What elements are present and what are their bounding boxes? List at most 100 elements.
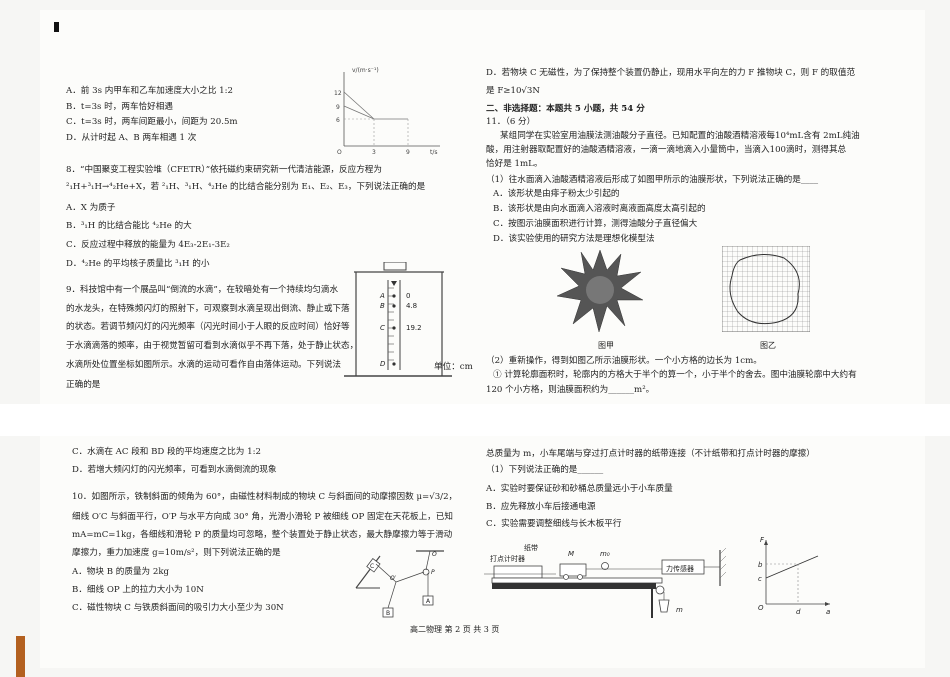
vt-line-b <box>343 105 375 120</box>
grid-squares <box>722 246 810 332</box>
label-force-sensor: 力传感器 <box>666 564 694 573</box>
q8-option-a: A．X 为质子 <box>66 203 116 213</box>
water-drop-apparatus: A B C D 0 4.8 19.2 <box>344 262 452 377</box>
oil-outline <box>729 254 800 325</box>
vt-x9: 9 <box>406 149 410 156</box>
fa-y-arrow <box>764 540 768 545</box>
block-b <box>382 607 394 618</box>
q12-option-c: C．实验需要调整细线与长木板平行 <box>486 519 622 529</box>
q10-option-b: B．细线 OP 上的拉力大小为 10N <box>72 585 204 595</box>
fa-label-a: a <box>826 608 830 616</box>
q9-option-d: D．若增大频闪灯的闪光频率，可看到水滴倒流的现象 <box>72 465 277 475</box>
drop-a <box>392 294 396 298</box>
cart-experiment-figure: 纸带 打点计时器 M m₀ 力传感器 m <box>484 543 727 618</box>
block-c <box>366 558 381 573</box>
fa-label-b: b <box>758 561 763 569</box>
value-19-2: 19.2 <box>406 324 422 332</box>
long-board <box>491 577 663 584</box>
incline-surface <box>355 555 381 589</box>
q11-stem-3: 恰好是 1mL。 <box>486 159 543 169</box>
cart <box>559 563 587 577</box>
figure-yi-caption: 图乙 <box>760 341 776 350</box>
wall-hatch <box>719 547 727 579</box>
table-top <box>492 583 656 589</box>
label-m-bucket: m <box>676 606 683 614</box>
sand-bucket <box>658 599 670 613</box>
fa-label-f: F <box>760 536 765 544</box>
q9-stem-5: 水滴所处位置坐标如图所示。水滴的运动可看作自由落体运动。下列说法 <box>66 360 342 370</box>
fig-label-o: O <box>432 551 437 558</box>
fig-label-c: C <box>370 563 374 570</box>
vt-y9: 9 <box>336 104 340 111</box>
fa-label-c: c <box>758 575 762 583</box>
q8-stem-2: ²₁H+³₁H→⁴₂He+X，若 ²₁H、³₁H、⁴₂He 的比结合能分别为 E… <box>66 182 426 192</box>
q11-stem-1: 某组同学在实验室用油膜法测油酸分子直径。已知配置的油酸酒精溶液每10⁴mL含有 … <box>500 131 860 141</box>
q11-part2-a: ① 计算轮廓面积时，轮廓内的方格大于半个的算一个，小于半个的舍去。图中油膜轮廓中… <box>493 370 857 380</box>
q10-stem-4: 摩擦力，重力加速度 g=10m/s²，则下列说法正确的是 <box>72 548 281 558</box>
q12-part1: （1）下列说法正确的是______ <box>486 465 604 475</box>
cart-wheel-2 <box>577 574 583 580</box>
drop-d <box>392 362 396 366</box>
ruler-ticks <box>388 287 394 361</box>
q8-stem-1: 8．“中国聚变工程实验堆（CFETR）”依托磁约束研究新一代清洁能源，反应方程为 <box>66 165 382 175</box>
drop-marker <box>391 281 397 286</box>
q10-stem-2: 细线 O′C 与斜面平行，O′P 与水平方向成 30° 角，光滑小滑轮 P 被细… <box>72 512 453 522</box>
cart-wheel-1 <box>563 574 569 580</box>
q11-stem-2: 酸，用注射器取配置好的油酸酒精溶液，一滴一滴地滴入小量筒中，当滴入100滴时，测… <box>486 145 847 155</box>
q10-option-a: A．物块 B 的质量为 2kg <box>72 567 170 577</box>
q12-option-b: B．应先释放小车后接通电源 <box>486 502 596 512</box>
lower-paper-sheet <box>40 436 925 668</box>
q9-stem-1: 9．科技馆中有一个展品叫“倒流的水滴”，在较暗处有一个持续均匀滴水 <box>66 285 339 295</box>
figure-jia-caption: 图甲 <box>598 341 614 350</box>
faucet-top <box>383 262 407 271</box>
line-ob <box>387 581 397 609</box>
corner-mark <box>54 22 59 32</box>
value-4-8: 4.8 <box>406 302 417 310</box>
pulley-m0 <box>601 562 609 570</box>
q10-option-d-1: D．若物块 C 无磁性，为了保持整个装置仍静止，现用水平向左的力 F 推物块 C… <box>486 68 856 78</box>
oil-film-figure-yi <box>722 246 810 332</box>
label-m-cart: M <box>568 550 574 558</box>
label-timer: 打点计时器 <box>490 554 525 563</box>
label-tape: 纸带 <box>524 543 538 552</box>
q8-option-c: C．反应过程中释放的能量为 4E₃-2E₁-3E₂ <box>66 240 230 250</box>
oil-film-figure-jia <box>556 249 644 333</box>
section-2-heading: 二、非选择题：本题共 5 小题，共 54 分 <box>486 104 645 114</box>
fa-line <box>765 555 819 579</box>
q9-stem-4: 于水滴滴落的频率，由于视觉暂留可看到水滴似乎不再下落，处于静止状态， <box>66 341 359 351</box>
q11-part1-d: D．该实验使用的研究方法是理想化模型法 <box>493 234 655 244</box>
fig-label-o2: O′ <box>390 575 397 582</box>
fa-label-d: d <box>796 608 801 616</box>
q7-option-d: D．从计时起 A、B 两车相遇 1 次 <box>66 133 197 143</box>
q10-stem-1: 10．如图所示，铁制斜面的倾角为 60°，由磁性材料制成的物块 C 与斜面间的动… <box>72 492 458 502</box>
q7-option-b: B．t=3s 时，两车恰好相遇 <box>66 102 173 112</box>
fig-label-a: A <box>426 598 431 605</box>
upper-paper-sheet <box>40 10 925 405</box>
q9-option-c: C．水滴在 AC 段和 BD 段的平均速度之比为 1:2 <box>72 447 261 457</box>
label-a: A <box>379 292 385 300</box>
q12-stem: 总质量为 m，小车尾端与穿过打点计时器的纸带连接（不计纸带和打点计时器的摩擦） <box>486 449 815 459</box>
q11-part1: （1）往水面滴入油酸酒精溶液后形成了如图甲所示的油膜形状，下列说法正确的是___… <box>486 175 819 185</box>
q11-heading: 11．（6 分） <box>486 117 536 127</box>
q9-stem-3: 的状态。若调节频闪灯的闪光频率（闪光时间小于人眼的反应时间）恰好等 <box>66 322 350 332</box>
block-a <box>422 595 434 606</box>
label-d: D <box>380 360 386 368</box>
q9-unit: 单位：cm <box>434 362 473 372</box>
q11-part2-b: 120 个小方格，则油膜面积约为______m²。 <box>486 385 655 395</box>
q7-option-c: C．t=3s 时，两车间距最小，间距为 20.5m <box>66 117 238 127</box>
page-fold-gap <box>0 404 950 436</box>
fig-label-b: B <box>386 610 390 617</box>
vt-ylabel: v/(m·s⁻¹) <box>352 67 379 74</box>
q9-stem-2: 的水龙头，在特殊频闪灯的照射下，可观察到水滴呈现出倒流、静止或下落 <box>66 304 350 314</box>
vt-y6: 6 <box>336 117 340 124</box>
table-pulley <box>655 585 665 595</box>
q11-part1-a: A．该形状是由痱子粉太少引起的 <box>493 189 620 199</box>
drop-c <box>392 326 396 330</box>
vt-line-a <box>343 91 375 120</box>
q8-option-b: B．³₁H 的比结合能比 ⁴₂He 的大 <box>66 221 192 231</box>
q9-stem-6: 正确的是 <box>66 380 101 390</box>
q10-stem-3: mA=mC=1kg，各细线和滑轮 P 的质量均可忽略，整个装置处于静止状态，最大… <box>72 530 453 540</box>
label-m0: m₀ <box>600 550 610 558</box>
value-0: 0 <box>406 292 410 300</box>
fig-label-p: P <box>431 569 435 576</box>
